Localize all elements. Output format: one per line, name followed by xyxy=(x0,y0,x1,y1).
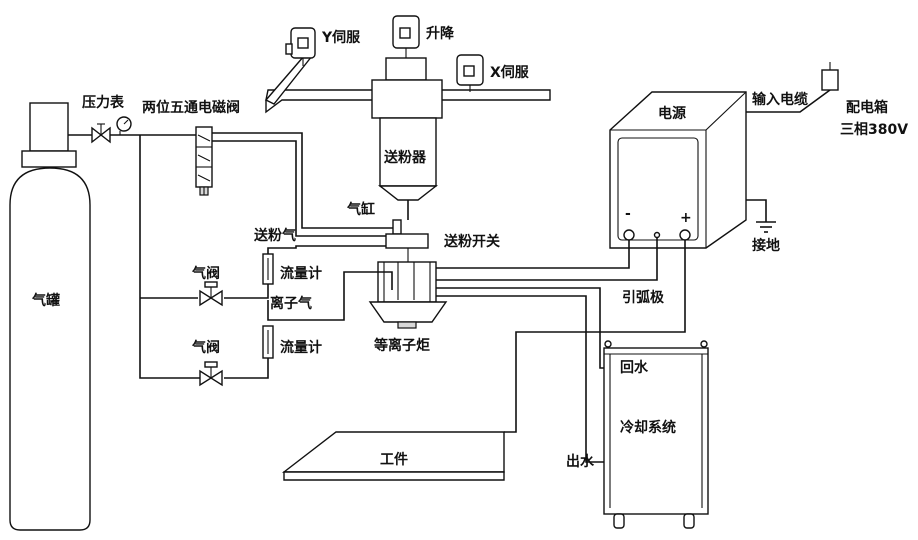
workpiece-label: 工件 xyxy=(380,451,408,468)
powder-gas-label: 送粉气 xyxy=(253,227,296,244)
minus-cable xyxy=(436,240,630,269)
gantry-beam xyxy=(264,55,551,114)
cylinder-icon xyxy=(392,219,402,235)
minus-terminal-label: - xyxy=(625,206,631,222)
gas-valve-1-icon xyxy=(199,281,223,307)
return-water-pipe xyxy=(436,287,616,369)
input-cable-label: 输入电缆 xyxy=(752,91,808,108)
cooling-system-label: 冷却系统 xyxy=(620,419,676,436)
arc-cable xyxy=(436,238,658,281)
branch-line xyxy=(139,135,200,379)
plasma-gas-pipe xyxy=(267,271,393,321)
return-water-label: 回水 xyxy=(620,359,649,376)
ground-label: 接地 xyxy=(752,237,780,254)
workpiece-plate xyxy=(281,431,505,481)
lift-motor-icon xyxy=(392,15,420,58)
cylinder-label: 气缸 xyxy=(346,201,375,218)
solenoid-valve-label: 两位五通电磁阀 xyxy=(142,99,240,116)
distribution-box-icon xyxy=(821,62,839,91)
flowmeter-2-line xyxy=(224,358,269,379)
powder-gas-pipe xyxy=(267,245,386,254)
arc-pole-label: 引弧极 xyxy=(622,289,665,306)
pressure-gauge-icon xyxy=(116,116,132,135)
outlet-water-pipe xyxy=(436,295,604,463)
input-cable xyxy=(746,89,831,113)
powder-feeder-label: 送粉器 xyxy=(383,149,427,166)
ground-icon xyxy=(746,199,776,233)
gas-valve-1-label: 气阀 xyxy=(191,265,220,282)
cooling-system-unit xyxy=(603,340,709,529)
flowmeter-1-line xyxy=(224,284,269,299)
outlet-water-label: 出水 xyxy=(566,453,595,470)
plasma-torch-label: 等离子炬 xyxy=(374,337,430,354)
distribution-box-label: 配电箱 xyxy=(846,99,888,116)
flowmeter-1-icon xyxy=(262,253,274,285)
solenoid-valve-icon xyxy=(195,126,213,196)
lift-column xyxy=(371,57,443,119)
pressure-valve-icon xyxy=(91,123,111,144)
y-servo-motor-icon xyxy=(285,27,316,66)
solenoid-to-cylinder-pipe-a xyxy=(212,132,394,229)
flowmeter-2-label: 流量计 xyxy=(280,339,322,356)
plus-terminal-label: + xyxy=(680,210,692,226)
x-servo-motor-icon xyxy=(456,54,484,92)
power-supply xyxy=(609,91,747,249)
plasma-torch xyxy=(368,248,448,329)
plus-cable xyxy=(504,240,686,433)
gas-valve-2-icon xyxy=(199,361,223,387)
three-phase-label: 三相380V xyxy=(840,121,908,138)
flowmeter-1-label: 流量计 xyxy=(280,265,322,282)
pressure-gauge-label: 压力表 xyxy=(82,94,125,111)
y-servo-label: Y伺服 xyxy=(321,29,361,46)
plasma-gas-label: 离子气 xyxy=(270,295,312,312)
lift-label: 升降 xyxy=(426,25,455,42)
solenoid-to-cylinder-pipe-b xyxy=(212,140,394,237)
x-servo-label: X伺服 xyxy=(490,64,530,81)
powder-feeder-hopper xyxy=(377,117,439,220)
gas-tank-label: 气罐 xyxy=(31,292,60,309)
power-supply-label: 电源 xyxy=(658,105,686,122)
gas-tank xyxy=(9,102,91,531)
powder-switch-icon xyxy=(385,233,429,249)
flowmeter-2-icon xyxy=(262,325,274,359)
gas-valve-2-label: 气阀 xyxy=(191,339,220,356)
powder-switch-label: 送粉开关 xyxy=(443,233,500,250)
